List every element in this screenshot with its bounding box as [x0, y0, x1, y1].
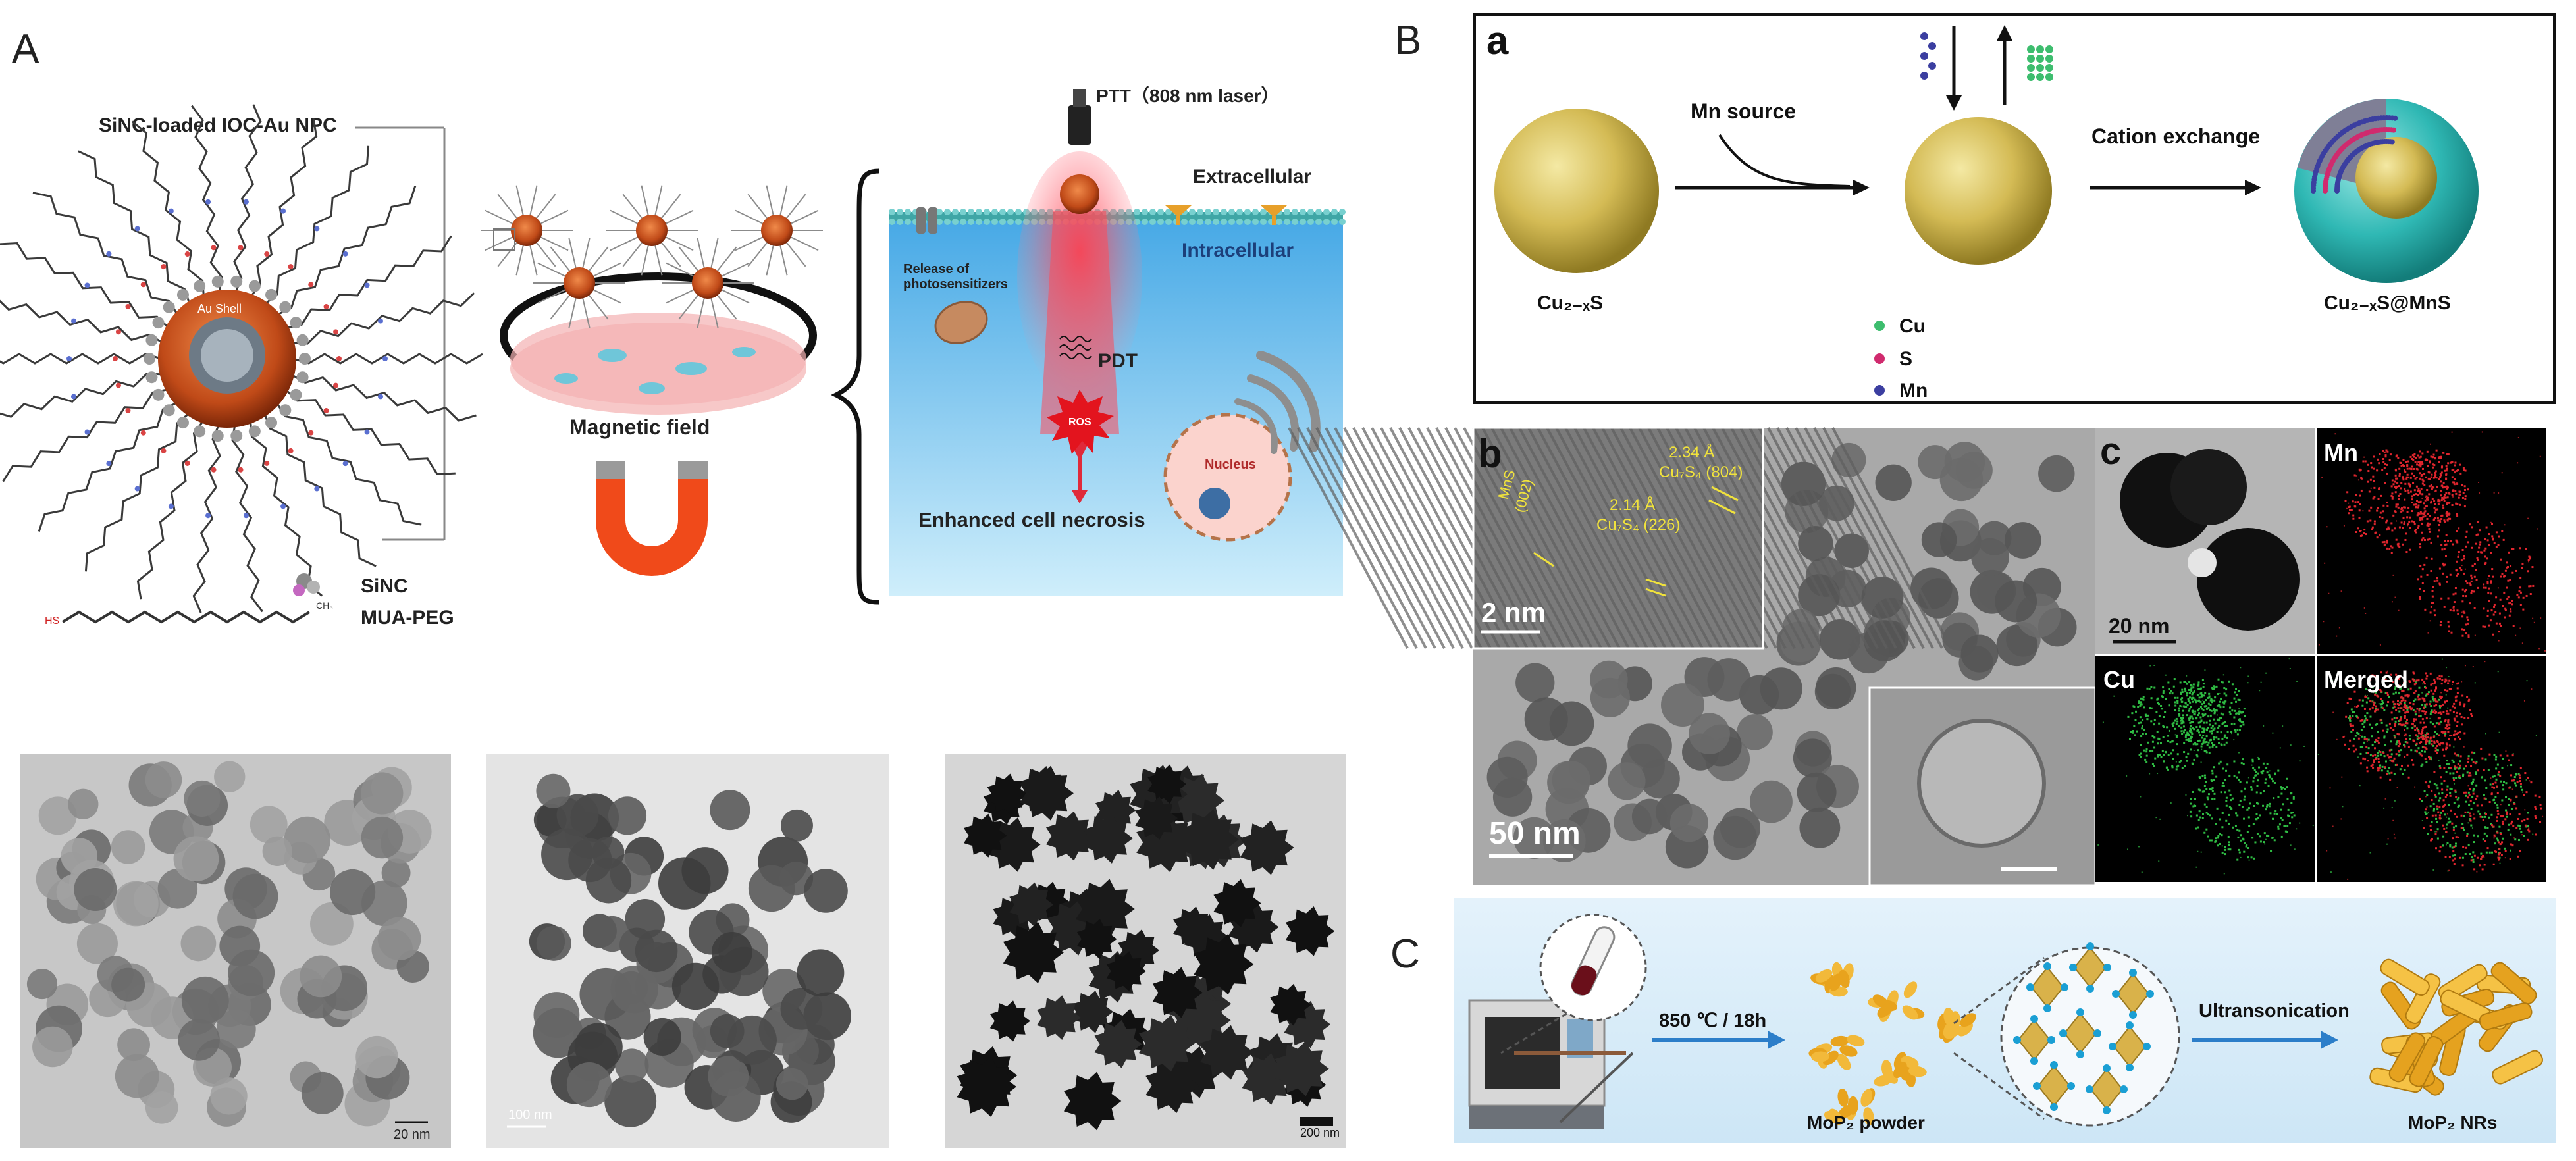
ros-label: ROS	[1068, 417, 1091, 428]
panel-b-eds: 20 nm c Mn Cu Merged	[2095, 428, 2546, 882]
sub-c: c	[2100, 430, 2121, 473]
legend-ch3: CH₃	[316, 600, 333, 611]
powder-label: MoP₂ powder	[1807, 1112, 1925, 1133]
step2-label: Ultransonication	[2199, 1000, 2350, 1021]
hr-label-2: Cu₇S₄ (804)	[1659, 463, 1743, 481]
panel-c-schematic: 850 ℃ / 18h MoP₂ powder Ultransonication…	[1454, 898, 2556, 1143]
extracellular-label: Extracellular	[1193, 166, 1311, 188]
horseshoe-magnet	[596, 461, 708, 576]
npc-illustration: SiNC-loaded IOC-Au NPC Au Shell	[0, 104, 483, 613]
scale-50nm: 50 nm	[1489, 816, 1581, 851]
tem-image-2: 100 nm	[486, 754, 889, 1148]
panel-a-legend: SiNC HS CH₃ MUA-PEG	[45, 573, 454, 629]
tem1-scale: 20 nm	[394, 1127, 431, 1142]
tem3-scale: 200 nm	[1300, 1126, 1340, 1139]
cell-npc	[1060, 174, 1099, 214]
magnetic-field-label: Magnetic field	[569, 415, 710, 439]
sub-a: a	[1486, 18, 1509, 63]
scale-20nm: 20 nm	[2109, 614, 2169, 638]
panel-b-schematic: a Cu₂₋ₓS Mn source Cation exchange Cu₂₋ₓ…	[1473, 13, 2556, 404]
hr-label-1: 2.34 Å	[1669, 443, 1714, 461]
hr-label-3: 2.14 Å	[1610, 496, 1655, 514]
nrs-label: MoP₂ NRs	[2408, 1112, 2497, 1133]
panel-b-tem: b 2.34 Å Cu₇S₄ (804) 2.14 Å Cu₇S₄ (226) …	[1288, 426, 2097, 887]
intracellular-label: Intracellular	[1182, 240, 1294, 261]
nucleus	[1163, 413, 1292, 542]
legend-s: S	[1899, 348, 1912, 370]
ptt-label: PTT（808 nm laser）	[1096, 85, 1280, 106]
panel-letter-c: C	[1390, 931, 1420, 977]
map-label-cu: Cu	[2103, 666, 2135, 693]
mn-source-label: Mn source	[1691, 99, 1796, 123]
map-label-merged: Merged	[2324, 666, 2408, 693]
scale-2nm: 2 nm	[1481, 597, 1546, 628]
legend-hs: HS	[45, 615, 59, 627]
npc-title: SiNC-loaded IOC-Au NPC	[99, 115, 337, 136]
panel-letter-a: A	[12, 26, 39, 72]
curly-bracket	[831, 168, 880, 605]
enhanced-label: Enhanced cell necrosis	[918, 508, 1145, 531]
legend-mua-peg: MUA-PEG	[361, 607, 454, 629]
tem-image-3: 200 nm	[945, 754, 1346, 1148]
hr-label-4: Cu₇S₄ (226)	[1596, 516, 1680, 534]
tem2-scale: 100 nm	[508, 1108, 552, 1122]
dish-nanoparticles	[481, 185, 823, 328]
map-label-mn: Mn	[2324, 439, 2358, 466]
sub-b: b	[1478, 432, 1502, 476]
cation-exchange-label: Cation exchange	[2091, 124, 2260, 148]
panel-letter-b: B	[1394, 18, 1421, 63]
cell-environment	[889, 89, 1346, 596]
ros-burst	[1047, 390, 1114, 454]
au-shell-label: Au Shell	[197, 302, 242, 315]
step1-label: 850 ℃ / 18h	[1659, 1010, 1766, 1031]
cu2xs-mns-label: Cu₂₋ₓS@MnS	[2324, 292, 2451, 314]
peg-chains	[0, 104, 483, 613]
tem-image-1: 20 nm	[20, 754, 451, 1148]
petri-dish	[500, 272, 817, 415]
cu2xs-label: Cu₂₋ₓS	[1537, 292, 1603, 314]
pdt-label: PDT	[1098, 350, 1138, 372]
nucleus-label: Nucleus	[1205, 457, 1256, 472]
legend-cu: Cu	[1899, 315, 1926, 337]
legend-mn: Mn	[1899, 380, 1928, 401]
legend-sinc: SiNC	[361, 575, 408, 597]
